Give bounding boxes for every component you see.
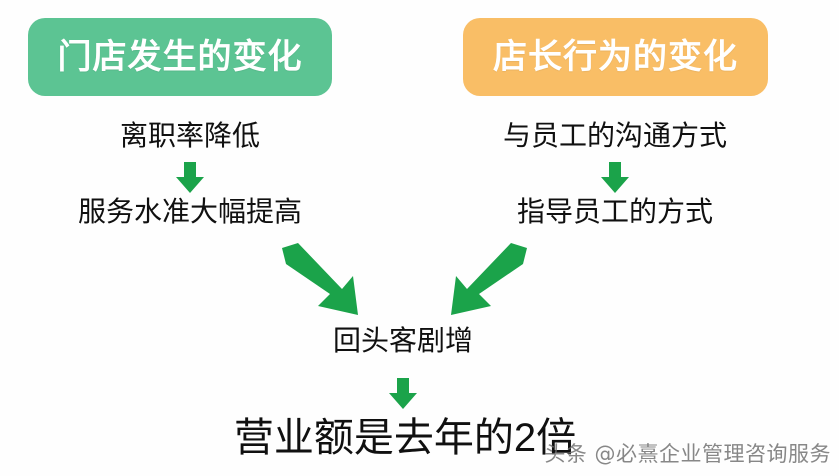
right-step-1-communication-style: 与员工的沟通方式 (502, 120, 728, 151)
header-box-store-changes: 门店发生的变化 (28, 18, 332, 96)
watermark-text: 头条 @必熹企业管理咨询服务 (544, 442, 831, 466)
arrow-down-icon-left-column (173, 162, 207, 199)
arrow-diagonal-down-left-icon (443, 243, 533, 323)
conclusion-revenue-double: 营业额是去年的2倍 (233, 416, 577, 460)
right-step-2-coaching-style: 指导员工的方式 (516, 196, 714, 227)
left-step-2-service-level: 服务水准大幅提高 (77, 196, 303, 227)
arrow-down-icon-right-column (598, 162, 632, 199)
merge-result-repeat-customers: 回头客剧增 (332, 325, 474, 356)
arrow-down-icon-center (386, 378, 420, 415)
header-box-manager-changes: 店长行为的变化 (463, 18, 768, 96)
arrow-diagonal-down-right-icon (276, 243, 366, 323)
header-box-manager-changes-label: 店长行为的变化 (493, 38, 738, 76)
header-box-store-changes-label: 门店发生的变化 (57, 38, 303, 76)
left-step-1-turnover-rate: 离职率降低 (119, 120, 261, 151)
watermark: 头条 @必熹企业管理咨询服务 (544, 438, 831, 468)
